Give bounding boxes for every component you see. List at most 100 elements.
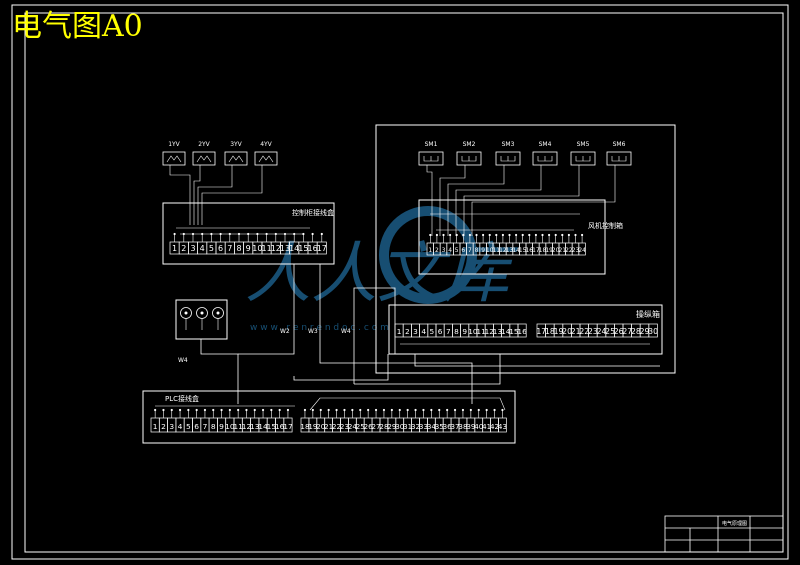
plc-terminal-label: 9 <box>219 422 224 431</box>
sensor-center <box>200 311 204 315</box>
console-terminal-label: 3 <box>413 327 418 336</box>
valve-box-junction <box>219 232 222 236</box>
plc-junction <box>154 408 157 412</box>
fan-box-terminal-label: 6 <box>461 247 465 254</box>
plc-junction <box>359 408 362 412</box>
fan-box-terminal-label: 10 <box>486 247 494 254</box>
valve-box-terminal-label: 14 <box>289 244 299 253</box>
plc-junction <box>493 408 496 412</box>
plc-junction-box-label: PLC接线盒 <box>165 394 199 403</box>
plc-terminal-label: 41 <box>482 422 491 431</box>
plc-junction <box>422 408 425 412</box>
fan-box-terminal-label: 2 <box>435 247 439 254</box>
console-terminal-label: 24 <box>597 327 607 336</box>
plc-terminal-label: 37 <box>451 422 460 431</box>
selector-switch-icon <box>418 151 444 166</box>
fan-box-terminal-label: 1 <box>428 247 432 254</box>
fan-box-terminal-label: 17 <box>532 247 540 254</box>
plc-terminal-label: 32 <box>411 422 420 431</box>
console-terminal-label: 19 <box>554 327 564 336</box>
plc-terminal-label: 43 <box>498 422 507 431</box>
console-terminal <box>517 323 527 338</box>
plc-junction <box>406 408 409 412</box>
console-terminal-label: 13 <box>493 327 503 336</box>
valve-junction-box-label: 控制柜接线盒 <box>292 208 334 217</box>
plc-junction <box>446 408 449 412</box>
fan-box-junction <box>521 233 524 237</box>
valve-coil-icon <box>192 151 216 166</box>
fan-box-junction <box>515 233 518 237</box>
plc-terminal-label: 40 <box>474 422 484 431</box>
plc-terminal-label: 2 <box>161 422 166 431</box>
console-terminal-label: 7 <box>446 327 451 336</box>
cable-routes <box>200 264 660 404</box>
console-terminal <box>648 323 658 338</box>
plc-junction <box>237 408 240 412</box>
plc-terminal-label: 7 <box>203 422 208 431</box>
plc-terminal-label: 11 <box>233 422 243 431</box>
switch-wire <box>447 165 505 236</box>
plc-terminal-label: 25 <box>356 422 365 431</box>
title-block <box>664 515 784 553</box>
fan-box-terminal-label: 23 <box>572 247 580 254</box>
fan-box-terminal-label: 16 <box>526 247 534 254</box>
plc-terminal-label: 17 <box>283 422 293 431</box>
console-terminal-label: 23 <box>588 327 598 336</box>
console-terminal-label: 14 <box>501 327 511 336</box>
plc-junction <box>311 408 314 412</box>
switch-contact-icon <box>575 156 591 162</box>
plc-terminal-label: 15 <box>267 422 277 431</box>
switch-label: SM3 <box>502 141 515 148</box>
valve-box-terminal-label: 11 <box>262 244 272 253</box>
valve-box-terminal-label: 4 <box>200 244 205 253</box>
switch-wire <box>455 165 542 236</box>
plc-junction <box>469 408 472 412</box>
plc-junction <box>374 408 378 412</box>
switch-wire <box>426 165 433 236</box>
fan-box-terminal-label: 3 <box>442 247 446 254</box>
switch-label: SM2 <box>463 141 476 148</box>
fan-box-terminal-label: 22 <box>565 247 573 254</box>
plc-junction <box>253 408 256 412</box>
valve-box-terminal-label: 10 <box>252 244 262 253</box>
fan-box-terminal-label: 5 <box>455 247 459 254</box>
console-terminal-label: 20 <box>562 327 572 336</box>
fan-box-terminal-label: 14 <box>512 247 520 254</box>
valve-wire <box>169 165 191 225</box>
switch-wire <box>471 165 616 236</box>
plc-junction <box>382 408 386 412</box>
fan-box-junction <box>429 233 432 237</box>
plc-terminal-label: 24 <box>348 422 358 431</box>
valve-box-terminal-label: 1 <box>172 244 177 253</box>
plc-terminal-label: 13 <box>250 422 260 431</box>
selector-switch-icon <box>606 151 632 166</box>
valve-box-junction <box>320 232 323 236</box>
console-terminal-label: 4 <box>421 327 426 336</box>
valve-box-junction <box>283 232 287 236</box>
plc-terminal-label: 20 <box>316 422 326 431</box>
valve-box-junction <box>293 232 296 236</box>
console-terminal-label: 27 <box>622 327 632 336</box>
valve-box-junction <box>256 232 259 236</box>
fan-box-junction <box>548 233 551 237</box>
fan-box-junction <box>574 233 577 237</box>
console-terminal-label: 22 <box>579 327 589 336</box>
plc-junction <box>187 408 190 412</box>
plc-junction <box>477 408 480 412</box>
plc-junction <box>212 408 215 412</box>
plc-terminal-label: 23 <box>340 422 349 431</box>
plc-junction <box>303 408 307 412</box>
switch-contact-icon <box>537 156 553 162</box>
console-terminal-label: 8 <box>454 327 459 336</box>
fan-box-terminal-label: 9 <box>481 247 485 254</box>
plc-junction <box>390 408 393 412</box>
fan-box-terminal-label: 15 <box>519 247 527 254</box>
console-terminal-label: 26 <box>614 327 624 336</box>
valve-box-terminal-label: 8 <box>236 244 241 253</box>
valve-box-junction <box>274 232 277 236</box>
plc-terminal-label: 1 <box>153 422 158 431</box>
cable-label-w3: W3 <box>308 328 318 335</box>
